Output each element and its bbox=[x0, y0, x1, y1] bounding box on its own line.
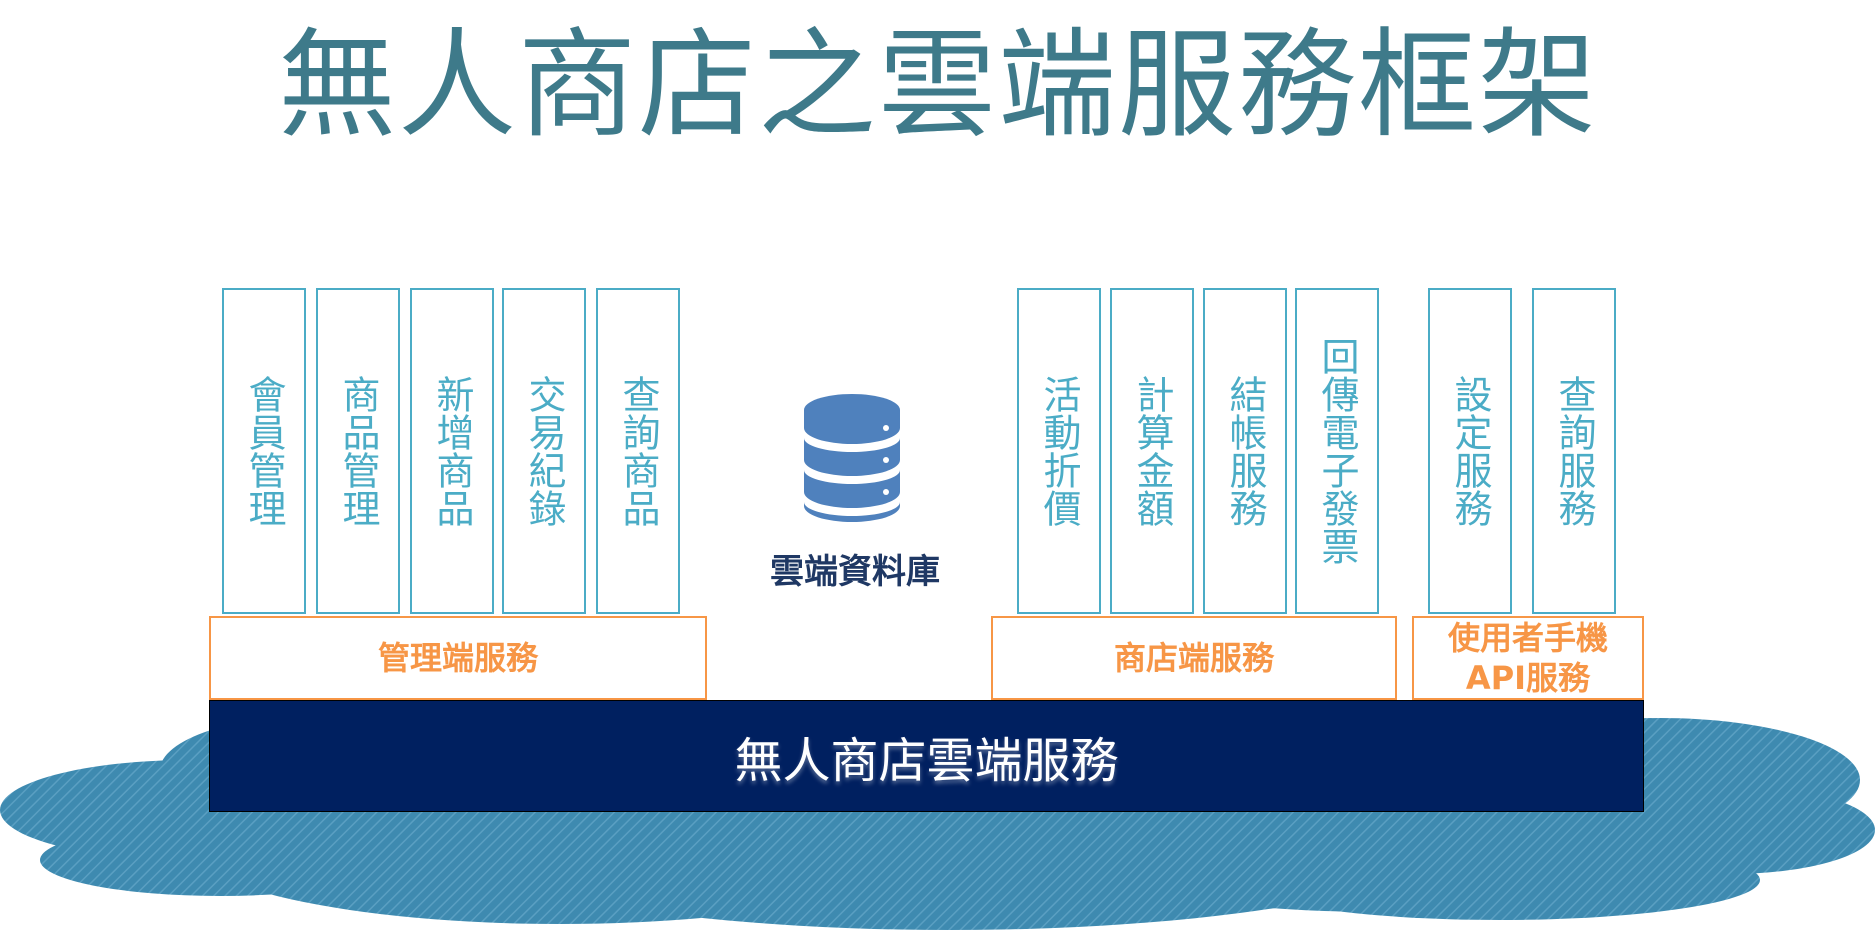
store-services-box: 商店端服務 bbox=[991, 616, 1397, 700]
admin-item-member-management: 會員管理 bbox=[222, 288, 306, 614]
store-item-calculate-amount: 計算金額 bbox=[1110, 288, 1194, 614]
mobile-item-query: 查詢服務 bbox=[1532, 288, 1616, 614]
database-label: 雲端資料庫 bbox=[770, 552, 940, 592]
store-item-e-invoice: 回傳電子發票 bbox=[1295, 288, 1379, 614]
admin-item-query-product: 查詢商品 bbox=[596, 288, 680, 614]
mobile-api-label-line1: 使用者手機 bbox=[1447, 619, 1608, 657]
admin-services-box: 管理端服務 bbox=[209, 616, 707, 700]
mobile-api-label-line2: API服務 bbox=[1465, 659, 1591, 697]
admin-item-product-management: 商品管理 bbox=[316, 288, 400, 614]
admin-item-transaction-records: 交易紀錄 bbox=[502, 288, 586, 614]
cloud-service-base: 無人商店雲端服務 bbox=[209, 700, 1644, 812]
mobile-item-settings: 設定服務 bbox=[1428, 288, 1512, 614]
admin-item-add-product: 新增商品 bbox=[410, 288, 494, 614]
database-icon bbox=[804, 394, 900, 522]
store-item-discount: 活動折價 bbox=[1017, 288, 1101, 614]
store-item-checkout: 結帳服務 bbox=[1203, 288, 1287, 614]
page-title: 無人商店之雲端服務框架 bbox=[277, 16, 1598, 154]
mobile-api-services-box: 使用者手機 API服務 bbox=[1412, 616, 1644, 700]
